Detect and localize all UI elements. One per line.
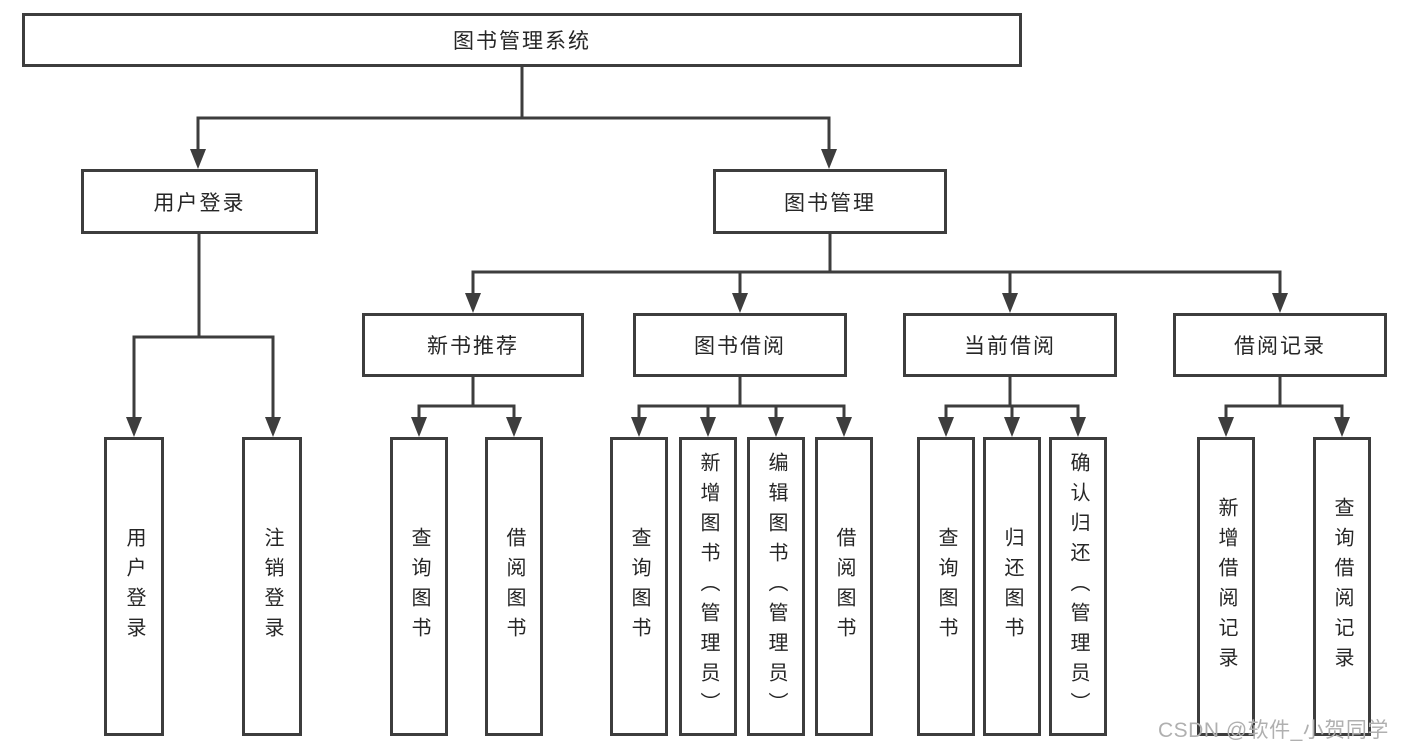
node-leaf-return-books: 归还图书 — [983, 437, 1041, 736]
node-label: 新增图书（管理员） — [697, 451, 719, 722]
node-label: 借阅图书 — [833, 526, 855, 647]
node-new-book-recommend: 新书推荐 — [362, 313, 584, 377]
node-label: 借阅图书 — [503, 526, 525, 647]
node-leaf-edit-books-admin: 编辑图书（管理员） — [747, 437, 805, 736]
node-label: 图书借阅 — [694, 335, 786, 358]
node-label: 注销登录 — [261, 526, 283, 647]
node-label: 查询图书 — [935, 526, 957, 647]
node-label: 用户登录 — [153, 191, 246, 215]
node-leaf-confirm-return-admin: 确认归还（管理员） — [1049, 437, 1107, 736]
node-label: 新书推荐 — [427, 335, 519, 358]
node-label: 编辑图书（管理员） — [765, 451, 787, 722]
node-library-management-system: 图书管理系统 — [22, 13, 1022, 67]
node-leaf-query-borrow-record: 查询借阅记录 — [1313, 437, 1371, 736]
arrowheads — [126, 149, 1350, 437]
node-label: 查询借阅记录 — [1331, 496, 1353, 677]
node-leaf-user-login: 用户登录 — [104, 437, 164, 736]
node-label: 图书管理 — [784, 191, 876, 215]
node-book-management: 图书管理 — [713, 169, 947, 234]
node-label: 归还图书 — [1001, 526, 1023, 647]
node-leaf-add-books-admin: 新增图书（管理员） — [679, 437, 737, 736]
node-label: 确认归还（管理员） — [1067, 451, 1089, 722]
node-leaf-query-books-1: 查询图书 — [390, 437, 448, 736]
node-label: 查询图书 — [628, 526, 650, 647]
node-leaf-add-borrow-record: 新增借阅记录 — [1197, 437, 1255, 736]
node-leaf-borrow-books-2: 借阅图书 — [815, 437, 873, 736]
node-borrowing-records: 借阅记录 — [1173, 313, 1387, 377]
node-label: 当前借阅 — [964, 335, 1056, 358]
csdn-watermark: CSDN @软件_小贺同学 — [1158, 719, 1389, 742]
node-current-borrowing: 当前借阅 — [903, 313, 1117, 377]
node-leaf-logout: 注销登录 — [242, 437, 302, 736]
node-book-borrowing: 图书借阅 — [633, 313, 847, 377]
connector-lines — [132, 67, 1344, 423]
node-label: 用户登录 — [123, 526, 145, 647]
node-label: 新增借阅记录 — [1215, 496, 1237, 677]
node-leaf-borrow-books-1: 借阅图书 — [485, 437, 543, 736]
node-leaf-query-books-2: 查询图书 — [610, 437, 668, 736]
node-leaf-query-books-3: 查询图书 — [917, 437, 975, 736]
node-label: 借阅记录 — [1234, 335, 1326, 358]
node-label: 查询图书 — [408, 526, 430, 647]
node-label: 图书管理系统 — [453, 30, 591, 53]
node-user-login: 用户登录 — [81, 169, 318, 234]
